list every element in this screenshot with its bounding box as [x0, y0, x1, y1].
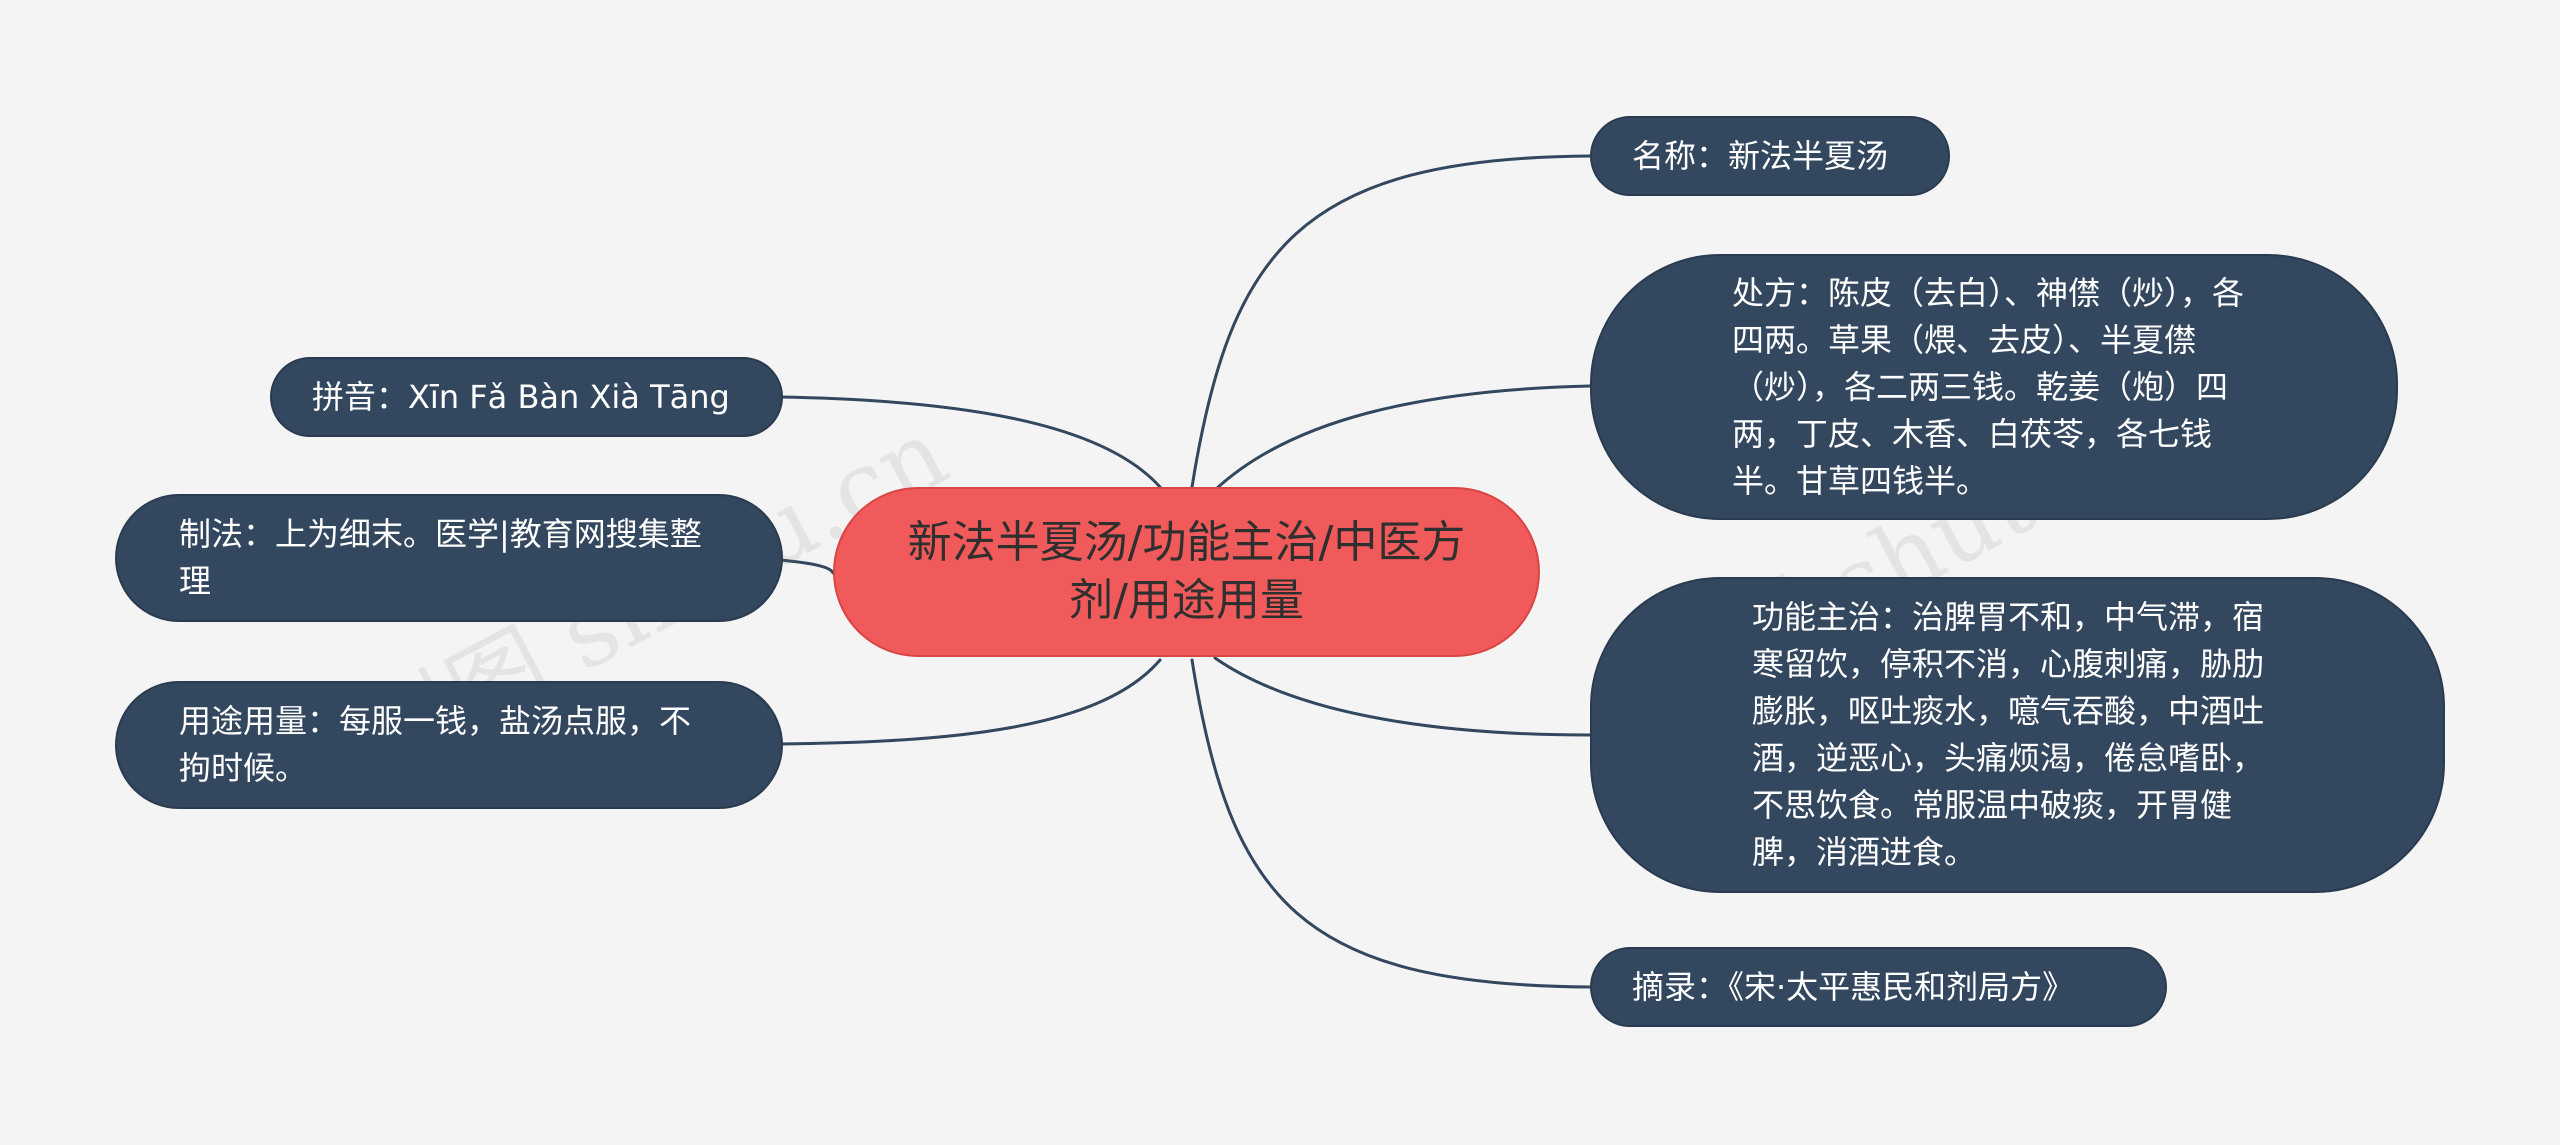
central-topic-label: 新法半夏汤/功能主治/中医方剂/用途用量 — [907, 517, 1466, 626]
topic-preparation-label: 制法：上为细末。医学|教育网搜集整理 — [179, 515, 702, 600]
link-pinyin — [778, 395, 1162, 489]
topic-prescription[interactable]: 处方：陈皮（去白）、神僸（炒），各四两。草果（煨、去皮）、半夏僸（炒），各二两三… — [1590, 254, 2398, 520]
topic-pinyin[interactable]: 拼音：Xīn Fǎ Bàn Xià Tāng — [270, 357, 783, 437]
topic-preparation[interactable]: 制法：上为细末。医学|教育网搜集整理 — [115, 494, 783, 622]
link-excerpt — [1190, 658, 1592, 989]
link-name — [1190, 154, 1592, 489]
topic-name[interactable]: 名称：新法半夏汤 — [1590, 116, 1950, 196]
link-indications — [1213, 656, 1592, 737]
topic-usage[interactable]: 用途用量：每服一钱，盐汤点服，不拘时候。 — [115, 681, 783, 809]
topic-pinyin-label: 拼音：Xīn Fǎ Bàn Xià Tāng — [312, 377, 730, 416]
link-prescription — [1213, 384, 1592, 492]
central-topic[interactable]: 新法半夏汤/功能主治/中医方剂/用途用量 — [833, 487, 1540, 657]
topic-usage-label: 用途用量：每服一钱，盐汤点服，不拘时候。 — [179, 702, 692, 787]
topic-name-label: 名称：新法半夏汤 — [1632, 136, 1889, 175]
topic-prescription-label: 处方：陈皮（去白）、神僸（炒），各四两。草果（煨、去皮）、半夏僸（炒），各二两三… — [1732, 273, 2245, 500]
link-usage — [778, 658, 1162, 746]
topic-indications-label: 功能主治：治脾胃不和，中气滞，宿寒留饮，停积不消，心腹刺痛，胁肋膨胀，呕吐痰水，… — [1752, 598, 2265, 871]
topic-excerpt[interactable]: 摘录：《宋·太平惠民和剂局方》 — [1590, 947, 2167, 1027]
link-preparation — [778, 558, 835, 575]
topic-indications[interactable]: 功能主治：治脾胃不和，中气滞，宿寒留饮，停积不消，心腹刺痛，胁肋膨胀，呕吐痰水，… — [1590, 577, 2445, 893]
topic-excerpt-label: 摘录：《宋·太平惠民和剂局方》 — [1632, 967, 2075, 1006]
